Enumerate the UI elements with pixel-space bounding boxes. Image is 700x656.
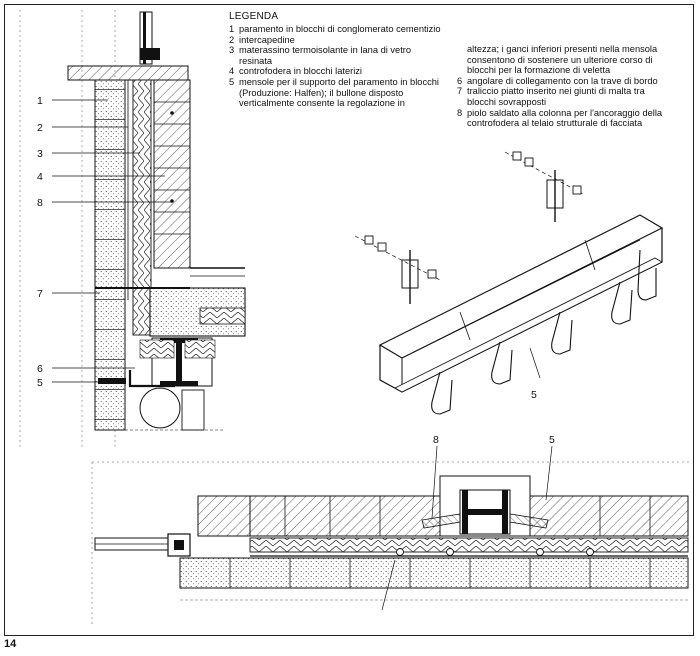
iso-callout-5: 5 (531, 389, 537, 401)
legend-title: LEGENDA (229, 11, 279, 22)
callout-7: 7 (37, 288, 43, 300)
callout-4: 4 (37, 171, 43, 183)
vertical-section (19, 10, 246, 450)
plan-callout-8: 8 (433, 434, 439, 446)
legend-column-right: altezza; i ganci inferiori presenti nell… (457, 44, 669, 129)
callout-labels: 1 2 3 4 8 7 6 5 5 8 5 (37, 95, 555, 446)
callout-5: 5 (37, 377, 43, 389)
callout-1: 1 (37, 95, 43, 107)
figure-frame (4, 4, 694, 636)
isometric-bracket (354, 151, 664, 415)
figure-number: 14 (4, 638, 17, 650)
legend-item: altezza; i ganci inferiori presenti nell… (467, 44, 658, 76)
plan-section (91, 445, 690, 625)
callout-3: 3 (37, 148, 43, 160)
callout-2: 2 (37, 122, 43, 134)
callout-8: 8 (37, 197, 43, 209)
plan-callout-5: 5 (549, 434, 555, 446)
callout-6: 6 (37, 363, 43, 375)
